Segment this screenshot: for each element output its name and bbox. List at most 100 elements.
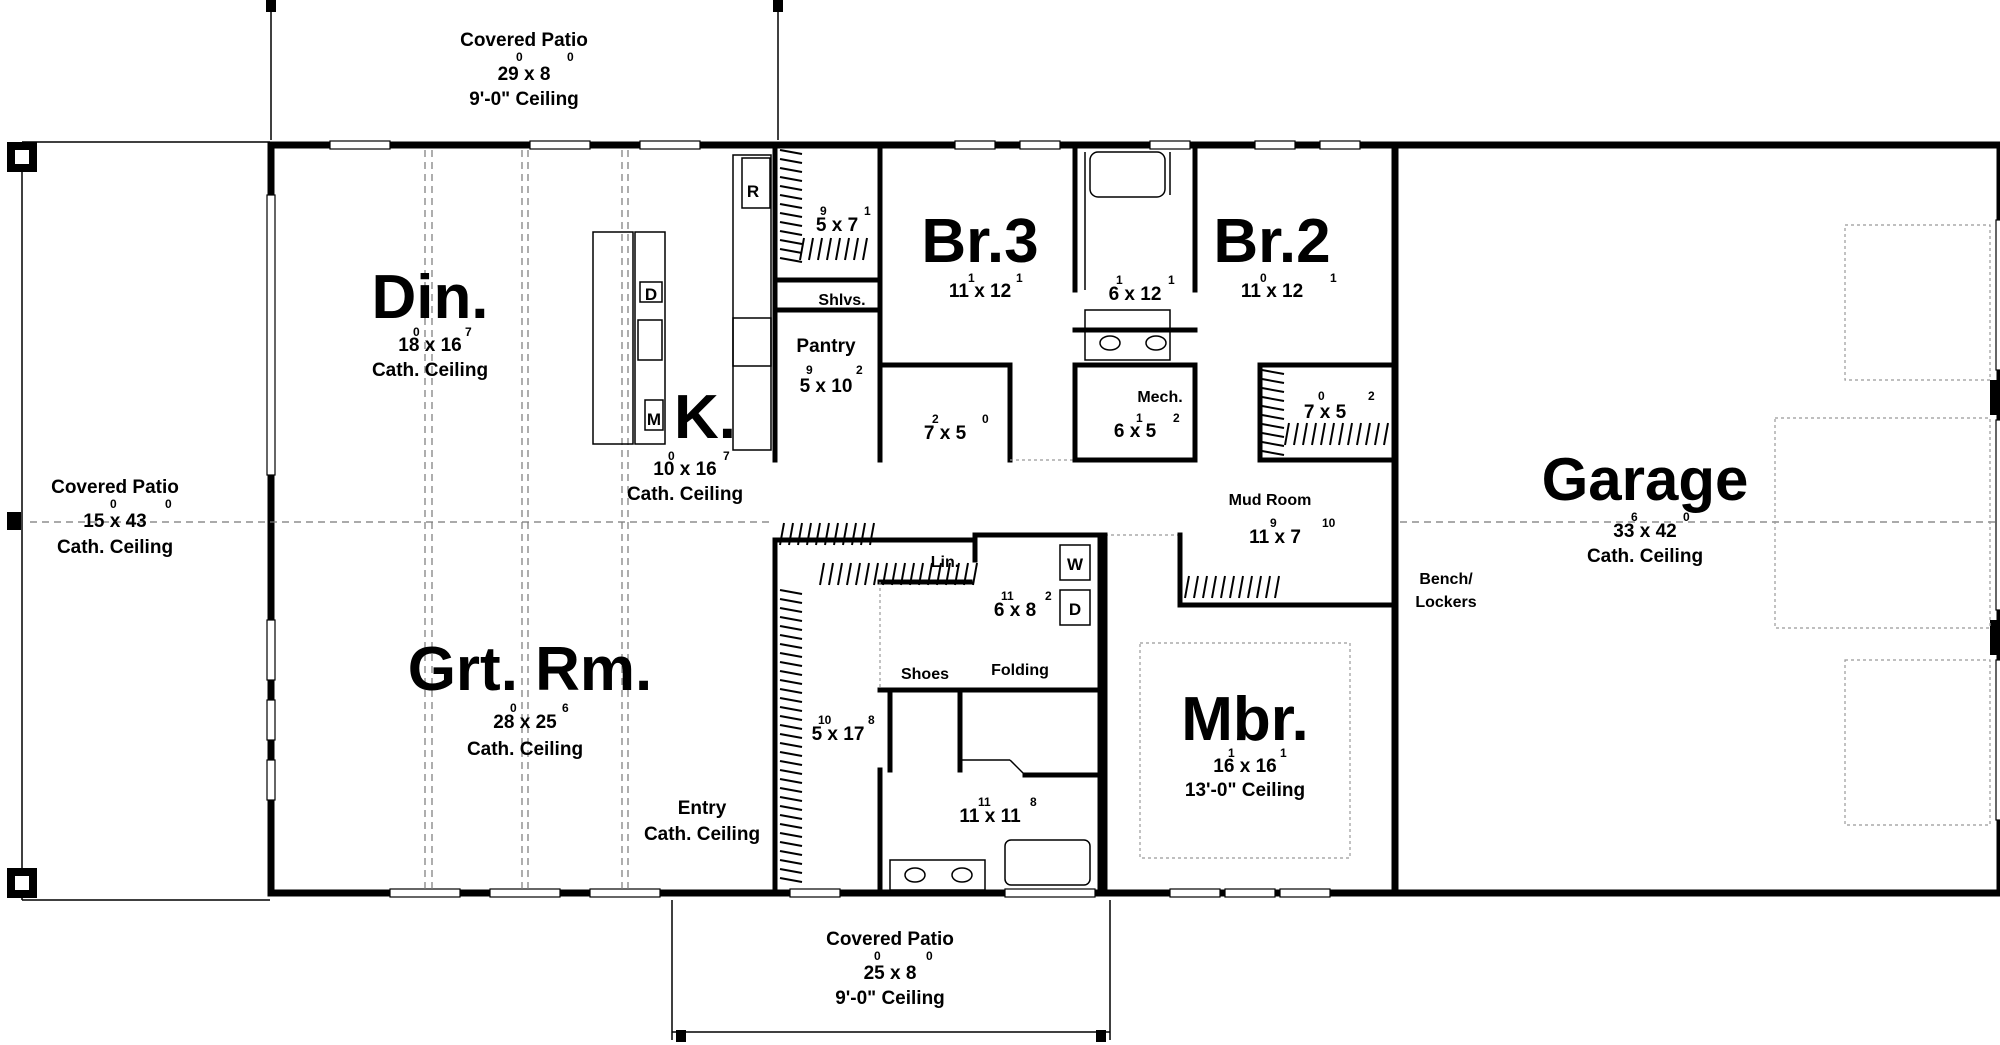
svg-text:9: 9 bbox=[1270, 516, 1277, 530]
closet-rod-mark bbox=[828, 562, 834, 586]
closet-rod-mark bbox=[936, 562, 942, 586]
closet-rod-mark bbox=[891, 562, 897, 586]
closet-rod-mark bbox=[835, 237, 841, 261]
closet-rod-mark bbox=[853, 237, 859, 261]
svg-text:Shlvs.: Shlvs. bbox=[818, 292, 865, 309]
closet-rod-mark bbox=[1247, 575, 1253, 599]
closet-rod-mark bbox=[779, 598, 803, 604]
svg-text:1: 1 bbox=[968, 271, 975, 285]
closet-rod-mark bbox=[900, 562, 906, 586]
closet-rod-mark bbox=[779, 634, 803, 640]
closet-rod-mark bbox=[779, 239, 803, 245]
closet-rod-mark bbox=[779, 868, 803, 874]
svg-text:Shoes: Shoes bbox=[901, 666, 949, 683]
room-wic: 5 x 17 10 8 bbox=[812, 713, 875, 745]
closet-rod-mark bbox=[1261, 450, 1285, 456]
svg-text:Mud Room: Mud Room bbox=[1229, 492, 1312, 509]
closet-rod-mark bbox=[779, 850, 803, 856]
svg-text:Folding: Folding bbox=[991, 662, 1049, 679]
closet-rod-mark bbox=[779, 257, 803, 263]
closet-rod-mark bbox=[1265, 575, 1271, 599]
svg-text:Bench/: Bench/ bbox=[1419, 571, 1473, 588]
closet-rod-mark bbox=[779, 823, 803, 829]
svg-text:Mbr.: Mbr. bbox=[1181, 685, 1308, 754]
svg-text:Br.3: Br.3 bbox=[921, 207, 1038, 276]
svg-text:11: 11 bbox=[1001, 589, 1014, 603]
closet-rod-mark bbox=[954, 562, 960, 586]
closet-rod-mark bbox=[779, 724, 803, 730]
closet-rod-mark bbox=[1202, 575, 1208, 599]
closet-rod-mark bbox=[779, 522, 785, 546]
closet-rod-mark bbox=[963, 562, 969, 586]
room-mbath: 11 x 11 11 8 bbox=[959, 795, 1037, 827]
svg-text:2: 2 bbox=[1368, 389, 1375, 403]
closet-rod-mark bbox=[869, 522, 875, 546]
room-br3: Br.3 11 x 12 1 1 bbox=[921, 207, 1038, 302]
closet-rod-mark bbox=[779, 670, 803, 676]
svg-text:11 x 11: 11 x 11 bbox=[959, 806, 1021, 827]
room-laundry: 6 x 8 11 2 Lin. Folding Shoes W D bbox=[901, 544, 1091, 683]
closet-rod-mark bbox=[864, 562, 870, 586]
svg-text:9: 9 bbox=[820, 204, 827, 218]
closet-rod-mark bbox=[862, 237, 868, 261]
closet-rod-mark bbox=[779, 185, 803, 191]
closet-rod-mark bbox=[1261, 396, 1285, 402]
patio-top-label: Covered Patio 29 x 8 0 0 9'-0" Ceiling bbox=[460, 30, 588, 110]
svg-text:11: 11 bbox=[978, 795, 991, 809]
svg-text:Covered Patio: Covered Patio bbox=[51, 477, 179, 498]
room-mud: Mud Room 11 x 7 9 10 bbox=[1229, 492, 1336, 548]
closet-rod-mark bbox=[1329, 422, 1335, 446]
closet-rod-mark bbox=[909, 562, 915, 586]
closet-rod-mark bbox=[1261, 378, 1285, 384]
svg-text:1: 1 bbox=[1136, 411, 1143, 425]
closet-rod-mark bbox=[819, 562, 825, 586]
svg-text:R: R bbox=[747, 182, 759, 201]
closet-rod-mark bbox=[779, 158, 803, 164]
svg-text:5 x 7: 5 x 7 bbox=[816, 215, 858, 236]
svg-text:9'-0" Ceiling: 9'-0" Ceiling bbox=[835, 988, 945, 1009]
svg-text:K.: K. bbox=[674, 383, 736, 452]
svg-text:33 x 42: 33 x 42 bbox=[1613, 521, 1676, 542]
closet-rod-mark bbox=[1220, 575, 1226, 599]
svg-text:0: 0 bbox=[1683, 510, 1690, 524]
closet-rod-mark bbox=[779, 176, 803, 182]
closet-rod-mark bbox=[779, 679, 803, 685]
closet-rod-mark bbox=[779, 643, 803, 649]
closet-rod-mark bbox=[779, 697, 803, 703]
closet-rod-mark bbox=[1347, 422, 1353, 446]
svg-text:9'-0" Ceiling: 9'-0" Ceiling bbox=[469, 89, 579, 110]
closet-rod-mark bbox=[1211, 575, 1217, 599]
closet-rod-mark bbox=[1261, 369, 1285, 375]
closet-rod-mark bbox=[826, 237, 832, 261]
closet-rod-mark bbox=[779, 733, 803, 739]
closet-rod-mark bbox=[779, 832, 803, 838]
svg-text:2: 2 bbox=[856, 363, 863, 377]
closet-rod-mark bbox=[824, 522, 830, 546]
kitchen-island bbox=[592, 154, 772, 451]
closet-rod-mark bbox=[779, 706, 803, 712]
closet-rod-mark bbox=[1238, 575, 1244, 599]
closet-rod-mark bbox=[779, 715, 803, 721]
svg-text:Lin.: Lin. bbox=[931, 554, 959, 571]
closet-rod-mark bbox=[779, 149, 803, 155]
svg-text:Cath. Ceiling: Cath. Ceiling bbox=[627, 484, 743, 505]
closet-rod-mark bbox=[779, 769, 803, 775]
svg-text:0: 0 bbox=[510, 701, 517, 715]
svg-text:Cath. Ceiling: Cath. Ceiling bbox=[467, 739, 583, 760]
closet-rod-mark bbox=[1193, 575, 1199, 599]
patio-left-label: Covered Patio 15 x 43 0 0 Cath. Ceiling bbox=[51, 477, 179, 558]
closet-rod-mark bbox=[945, 562, 951, 586]
closet-rod-mark bbox=[833, 522, 839, 546]
closet-rod-mark bbox=[1261, 423, 1285, 429]
closet-rod-mark bbox=[797, 522, 803, 546]
svg-text:0: 0 bbox=[874, 949, 881, 963]
svg-text:W: W bbox=[1067, 555, 1084, 574]
svg-text:16 x 16: 16 x 16 bbox=[1213, 756, 1276, 777]
closet-rod-mark bbox=[779, 877, 803, 883]
patio-left-outline bbox=[7, 141, 270, 901]
closet-rods bbox=[779, 149, 1389, 883]
svg-text:29 x 8: 29 x 8 bbox=[498, 64, 551, 85]
closet-rod-mark bbox=[851, 522, 857, 546]
svg-text:8: 8 bbox=[868, 713, 875, 727]
closet-rod-mark bbox=[779, 607, 803, 613]
